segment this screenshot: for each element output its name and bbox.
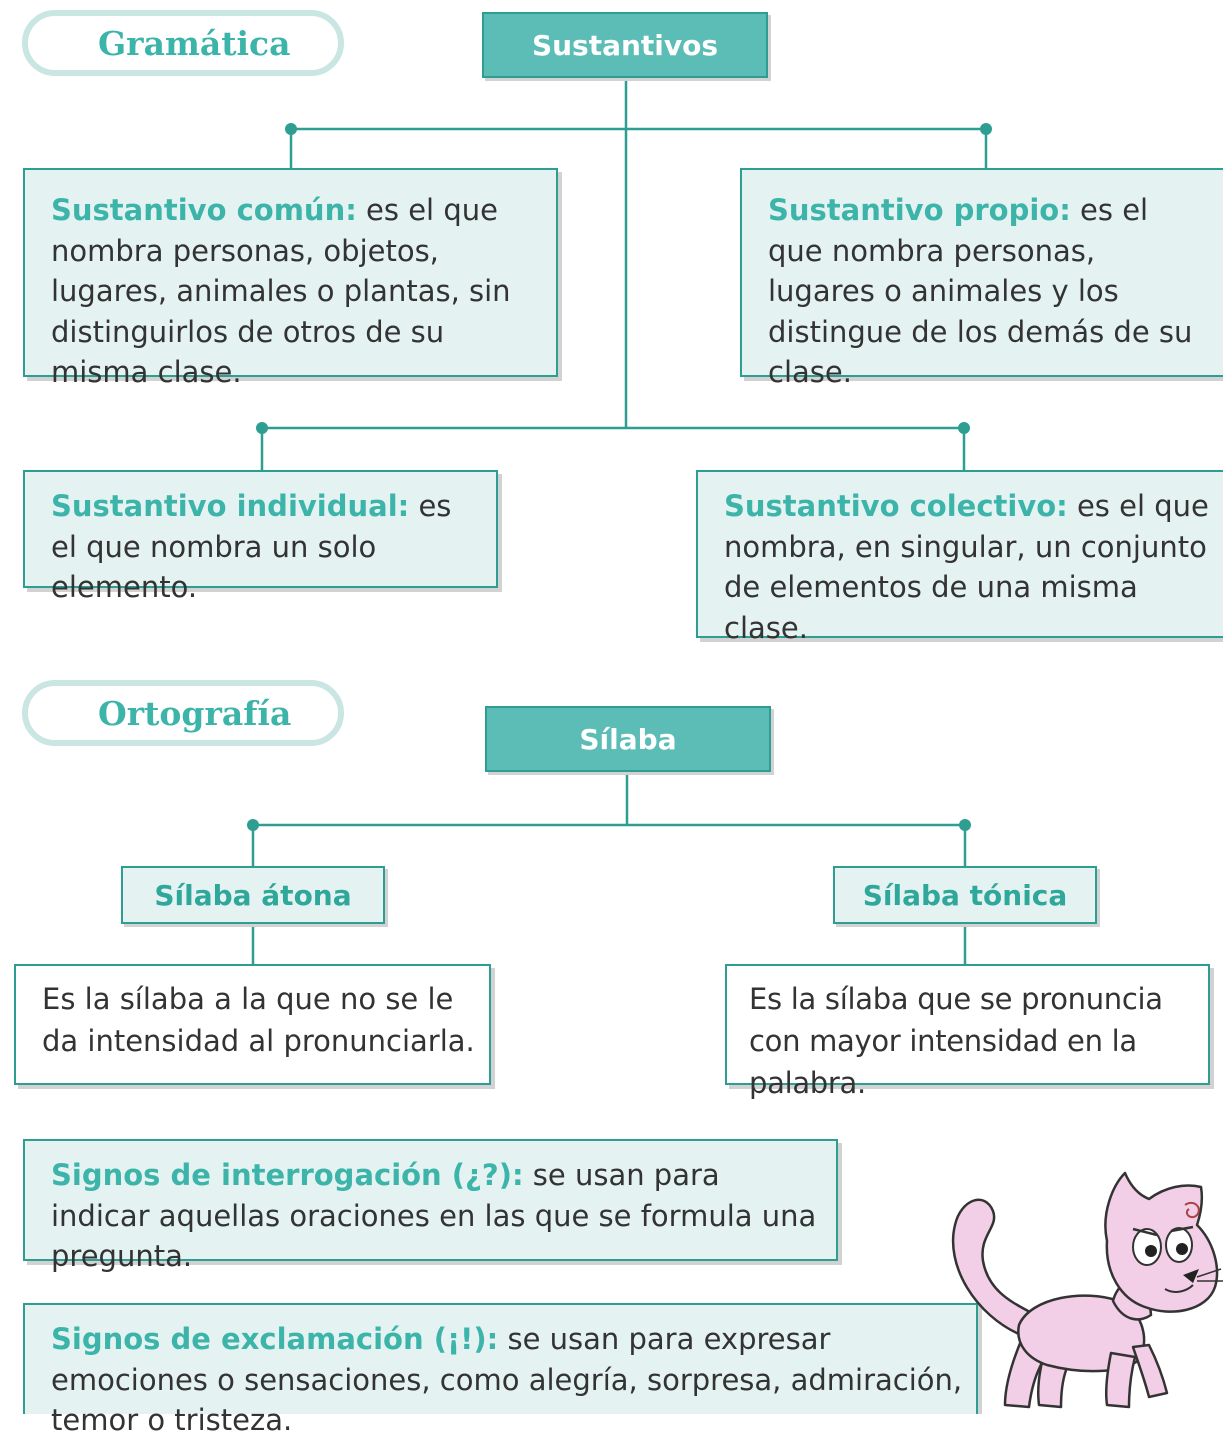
box-silaba-atona: Sílaba átona bbox=[121, 866, 385, 924]
term-colectivo: Sustantivo colectivo: bbox=[724, 489, 1068, 523]
box-sustantivo-individual: Sustantivo individual: es el que nombra … bbox=[23, 470, 498, 604]
title-silaba: Sílaba bbox=[485, 706, 771, 772]
pink-cat-icon bbox=[951, 1171, 1223, 1409]
box-sustantivo-colectivo: Sustantivo colectivo: es el que nombra, … bbox=[696, 470, 1223, 645]
term-propio: Sustantivo propio: bbox=[768, 193, 1071, 227]
box-sustantivo-propio: Sustantivo propio: es el que nombra pers… bbox=[740, 168, 1223, 389]
label-atona: Sílaba átona bbox=[154, 878, 352, 912]
text-tonica: Es la sílaba que se pronuncia con mayor … bbox=[749, 982, 1163, 1101]
title-silaba-text: Sílaba bbox=[579, 722, 677, 756]
title-sustantivos: Sustantivos bbox=[482, 12, 768, 78]
title-sustantivos-text: Sustantivos bbox=[531, 28, 719, 62]
term-individual: Sustantivo individual: bbox=[51, 489, 410, 523]
text-colectivo: es el que nombra, en singular, un conjun… bbox=[724, 489, 1209, 645]
box-atona-definition: Es la sílaba a la que no se le da intens… bbox=[14, 964, 491, 1085]
text-individual: es el que nombra un solo elemento. bbox=[51, 489, 452, 605]
text-atona: Es la sílaba a la que no se le da intens… bbox=[42, 982, 475, 1059]
box-silaba-tonica: Sílaba tónica bbox=[833, 866, 1097, 924]
section-label-gramatica: Gramática bbox=[22, 10, 344, 76]
text-propio: es el que nombra personas, lugares o ani… bbox=[768, 193, 1193, 390]
section-label-text: Ortografía bbox=[98, 693, 292, 733]
term-comun: Sustantivo común: bbox=[51, 193, 357, 227]
box-sustantivo-comun: Sustantivo común: es el que nombra perso… bbox=[23, 168, 558, 389]
section-label-text: Gramática bbox=[98, 23, 291, 63]
box-tonica-definition: Es la sílaba que se pronuncia con mayor … bbox=[725, 964, 1210, 1100]
term-exclamacion: Signos de exclamación (¡!): bbox=[51, 1322, 499, 1356]
box-signos-interrogacion: Signos de interrogación (¿?): se usan pa… bbox=[23, 1139, 838, 1273]
term-interrogacion: Signos de interrogación (¿?): bbox=[51, 1158, 524, 1192]
text-comun: es el que nombra personas, objetos, luga… bbox=[51, 193, 511, 390]
box-signos-exclamacion: Signos de exclamación (¡!): se usan para… bbox=[23, 1303, 978, 1437]
section-label-ortografia: Ortografía bbox=[22, 680, 344, 746]
text-interrogacion: se usan para indicar aquellas oraciones … bbox=[51, 1158, 817, 1274]
label-tonica: Sílaba tónica bbox=[862, 878, 1068, 912]
